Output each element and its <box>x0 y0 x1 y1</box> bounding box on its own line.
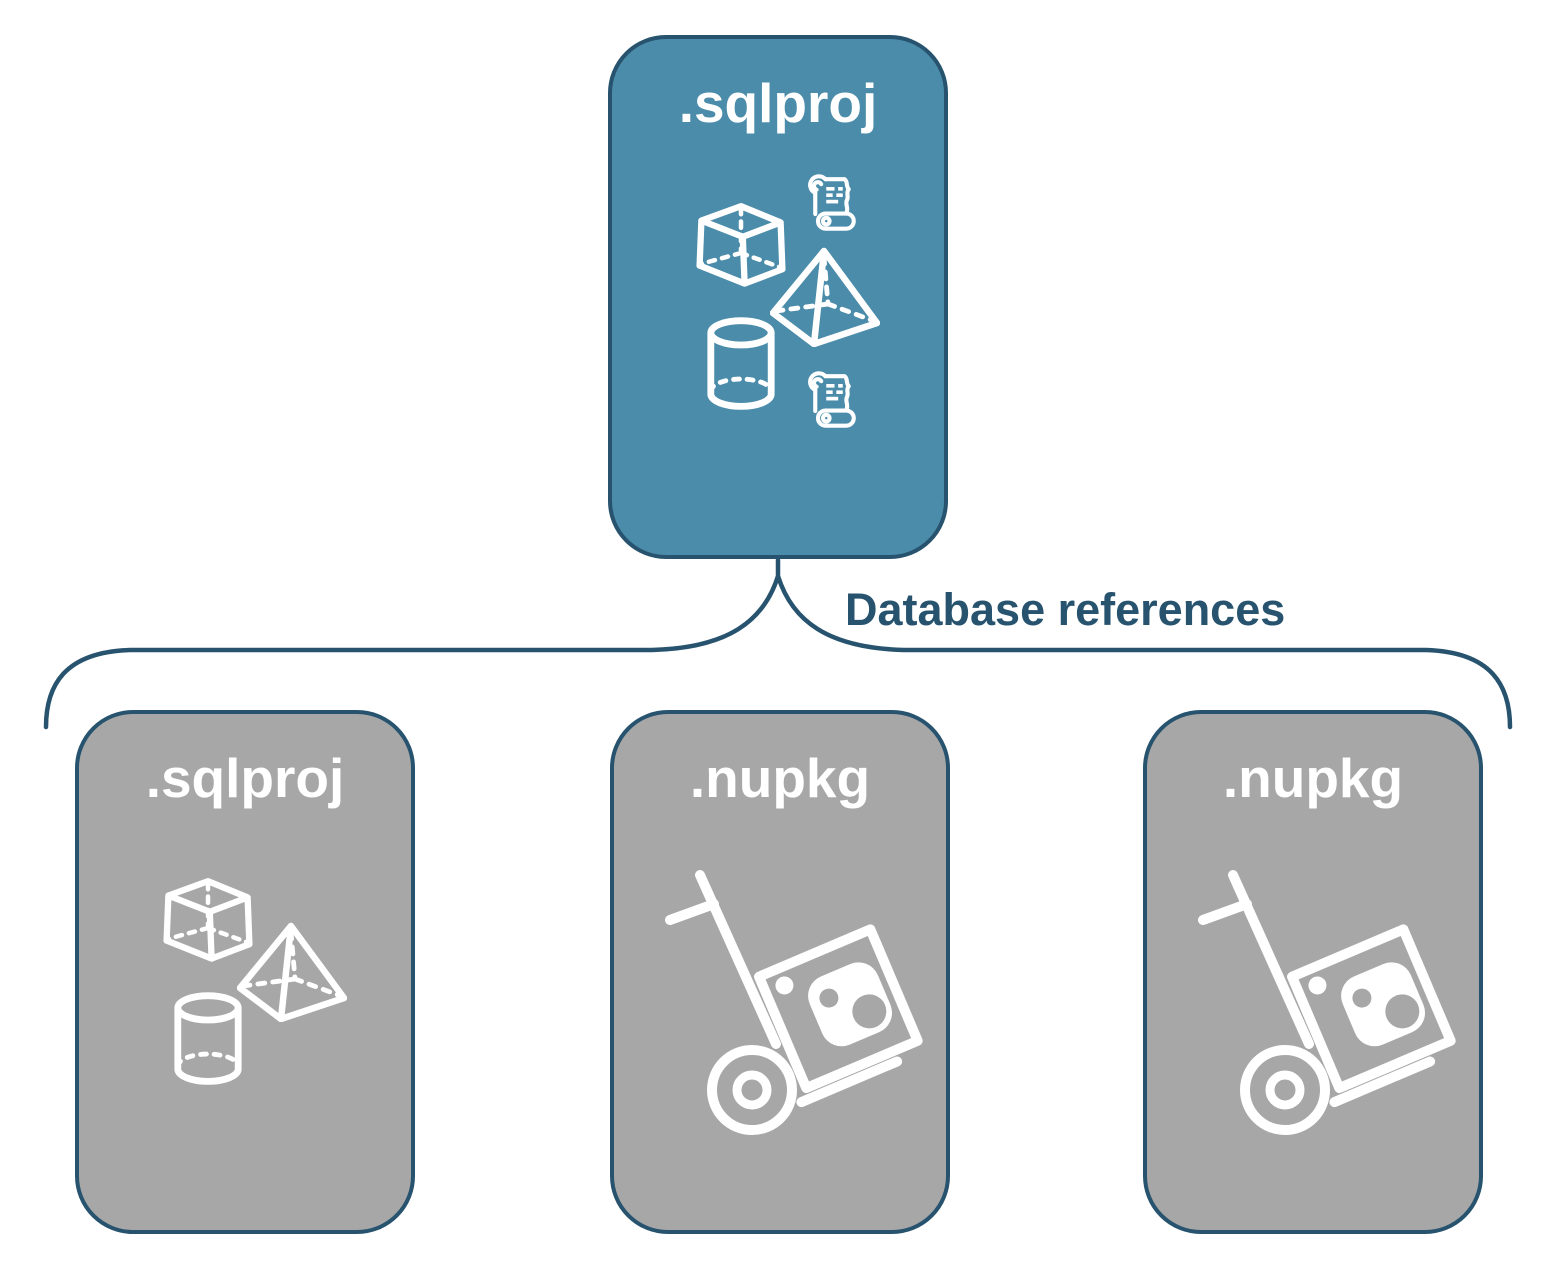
child-node-label: .nupkg <box>1222 747 1404 809</box>
package-dolly-icon <box>662 854 972 1184</box>
cylinder-icon <box>171 992 245 1086</box>
connector-label: Database references <box>845 584 1286 635</box>
child-node-sqlproj: .sqlproj <box>75 710 415 1234</box>
child-node-nupkg-2: .nupkg <box>1143 710 1483 1234</box>
pyramid-icon <box>237 922 347 1022</box>
root-node-label: .sqlproj <box>678 72 878 134</box>
child-node-label: .sqlproj <box>145 747 345 809</box>
root-node-sqlproj: .sqlproj <box>608 35 948 559</box>
child-node-label: .nupkg <box>689 747 871 809</box>
package-dolly-icon <box>1195 854 1505 1184</box>
child-node-nupkg-1: .nupkg <box>610 710 950 1234</box>
